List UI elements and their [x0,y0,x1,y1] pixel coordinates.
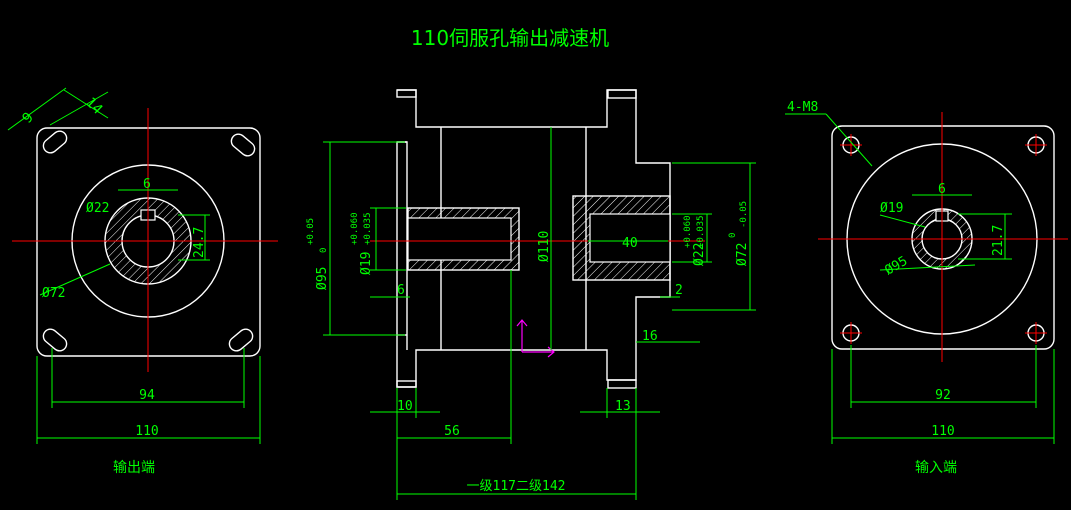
output-bore [589,213,671,263]
section-view: Ø95 +0.05 0 Ø19 +0.060 +0.035 6 Ø110 40 … [306,89,756,500]
dim-bore-out-tol-upper: +0.060 [683,215,693,248]
dim-depth-in: 6 [397,283,405,298]
left-caption: 输出端 [113,460,155,476]
left-dim-circle: Ø72 [42,286,65,301]
dim-flange-in: 10 [397,399,413,414]
dim-spigot-tol-upper: 0 [728,233,738,238]
dim-total-len: 一级117二级142 [467,479,566,494]
right-view: 4-M8 6 Ø19 21.7 Ø95 92 110 输入端 [785,100,1068,476]
right-dim-key-depth: 21.7 [991,225,1006,256]
ucs-icon [516,319,555,358]
right-dim-pcd: 92 [935,388,951,403]
input-bore [407,217,512,261]
left-dim-outer: 110 [135,424,158,439]
dim-bore-in-tol-upper: +0.060 [350,212,360,245]
left-mount-slots [42,130,256,352]
left-dim-key-depth: 24.7 [192,227,207,258]
dim-spigot-tol-lower: -0.05 [739,201,749,228]
right-caption: 输入端 [915,460,957,476]
dim-bore-in-tol-lower: +0.035 [363,212,373,245]
dim-flange-len: 16 [642,329,658,344]
left-view: 9 14 6 Ø22 24.7 Ø72 94 110 输出端 [7,87,278,476]
dim-pilot-tol-upper: +0.05 [306,218,316,245]
dim-pilot-tol-lower: 0 [319,248,329,253]
left-dim-keyway: 9 [20,110,37,127]
dim-len-in: 56 [444,424,460,439]
right-dim-bore: Ø19 [880,201,903,216]
right-dim-pcd-dia: Ø95 [883,254,911,279]
left-dim-pcd: 94 [139,388,155,403]
right-dim-thread: 4-M8 [787,100,818,115]
dim-bore-out-len: 40 [622,236,638,251]
left-dim-key: 6 [143,177,151,192]
dim-body: Ø110 [537,231,552,262]
dim-step: 2 [675,283,683,298]
right-flange-outline [831,125,1055,350]
dim-pilot: Ø95 [315,267,330,290]
drawing-title: 110伺服孔输出减速机 [411,26,609,50]
right-dim-outer: 110 [931,424,954,439]
right-dim-key: 6 [938,182,946,197]
left-dim-shaft: Ø22 [86,201,109,216]
dim-bore-out: Ø22 [692,243,707,266]
dim-flange-out: 13 [615,399,631,414]
dim-bore-in: Ø19 [359,252,374,275]
dim-bore-out-tol-lower: +0.035 [696,215,706,248]
dim-spigot: Ø72 [735,243,750,266]
right-centerlines [818,112,1068,362]
